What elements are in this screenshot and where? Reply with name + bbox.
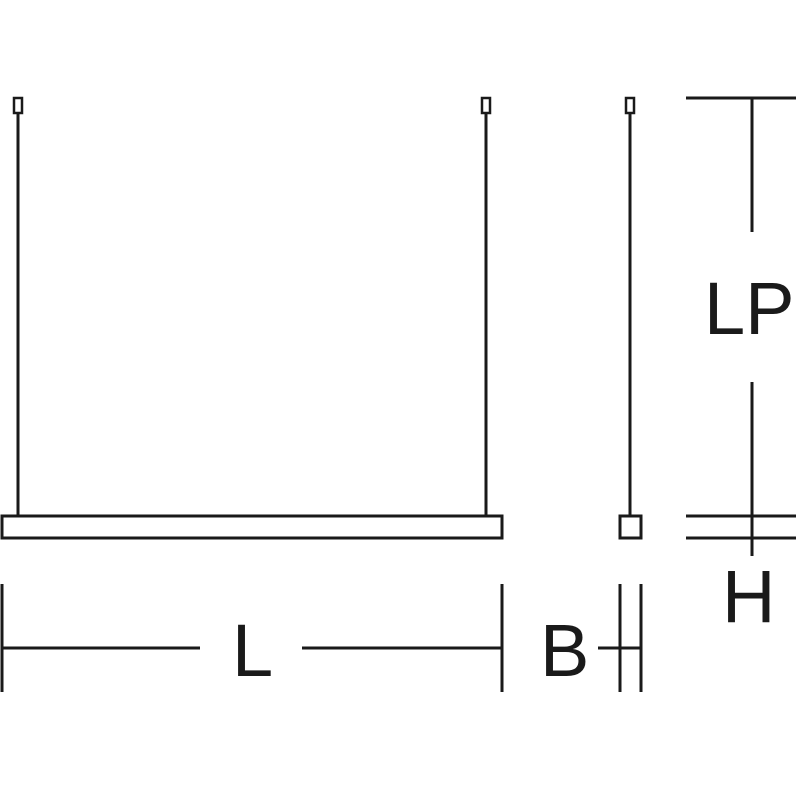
width-dimension [598, 584, 643, 692]
left-ceiling-canopy [12, 96, 24, 115]
length-dimension [0, 584, 504, 692]
front-view [0, 96, 504, 540]
luminaire-body [0, 514, 504, 540]
luminaire-profile [618, 514, 643, 540]
right-ceiling-canopy [480, 96, 492, 115]
length-label: L [232, 609, 274, 692]
side-view [618, 96, 643, 540]
height-label: H [722, 555, 776, 638]
pendant-length-label: LP [704, 267, 795, 350]
side-ceiling-canopy [624, 96, 636, 115]
height-dimensions [686, 96, 796, 556]
width-label: B [540, 609, 590, 692]
